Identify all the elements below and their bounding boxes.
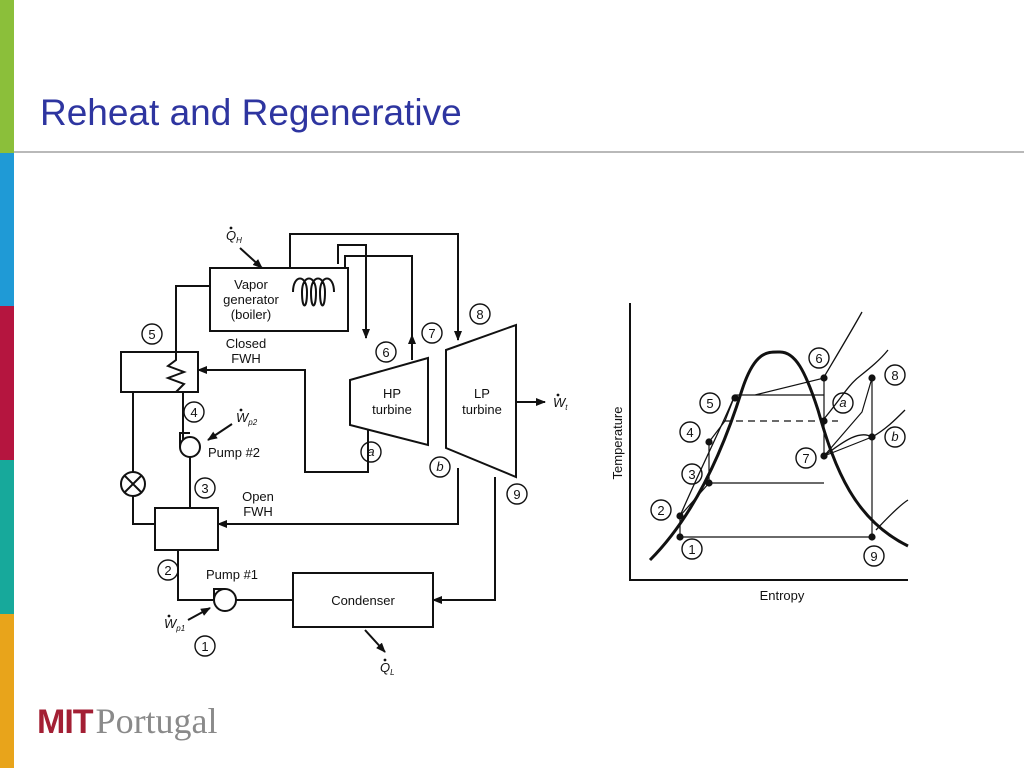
- ts-state-9: 9: [870, 549, 877, 564]
- open-fwh-box: [154, 507, 219, 551]
- pump2-outlet: [179, 432, 190, 447]
- ts-labels: Temperature Entropy 1 2 3 4 5 6 a 7 8 b …: [610, 351, 899, 603]
- schematic-state-numbers: 1 2 3 4 5 6 7 8 9 a b: [148, 307, 520, 654]
- ts-ylabel: Temperature: [610, 407, 625, 480]
- wp2-arrow: [207, 423, 233, 441]
- schem-state-2: 2: [164, 563, 171, 578]
- pipe-extraction-b: [217, 468, 459, 528]
- hp-turbine-shape: [349, 356, 429, 447]
- schem-state-3: 3: [201, 481, 208, 496]
- qh-arrow: [239, 247, 263, 269]
- accent-sidebar: [0, 0, 14, 768]
- ts-state-2: 2: [657, 503, 664, 518]
- qh-label: QH: [226, 228, 242, 245]
- boiler-label-3: (boiler): [231, 307, 271, 322]
- expansion-7-b: [823, 436, 873, 457]
- pipe-extraction-a: [197, 366, 369, 473]
- pump1-outlet: [213, 588, 225, 600]
- schem-state-4: 4: [190, 405, 197, 420]
- pipe-reheat-loop: [344, 255, 413, 335]
- ql-label: QL: [380, 660, 395, 677]
- title-divider: [14, 151, 1024, 153]
- pump2-label: Pump #2: [208, 445, 260, 460]
- open-fwh-label-2: FWH: [243, 504, 273, 519]
- accent-segment-teal: [0, 460, 14, 614]
- pipe-reheat-to-lp: [289, 233, 462, 341]
- accent-segment-green: [0, 0, 14, 153]
- mit-portugal-logo: MITPortugal: [37, 700, 218, 744]
- boiler-label-1: Vapor: [234, 277, 268, 292]
- wp2-label: Wp2: [236, 410, 258, 427]
- boiler-label-2: generator: [223, 292, 279, 307]
- schem-state-8: 8: [476, 307, 483, 322]
- lp-turbine-shape: [445, 323, 517, 479]
- accent-segment-blue: [0, 153, 14, 306]
- ts-state-3: 3: [688, 467, 695, 482]
- schem-state-a: a: [367, 444, 374, 459]
- schematic-diagram: [120, 233, 546, 657]
- closed-fwh-label-1: Closed: [226, 336, 266, 351]
- open-fwh-label-1: Open: [242, 489, 274, 504]
- hp-turbine-label-2: turbine: [372, 402, 412, 417]
- ts-state-5: 5: [706, 396, 713, 411]
- schem-state-b: b: [436, 459, 443, 474]
- schem-state-9: 9: [513, 487, 520, 502]
- ts-state-6: 6: [815, 351, 822, 366]
- lp-turbine-label-1: LP: [474, 386, 490, 401]
- slide-title: Reheat and Regenerative: [40, 92, 462, 133]
- ql-arrow: [364, 629, 386, 653]
- ts-axes: [629, 303, 908, 581]
- pipe-feed-to-boiler: [175, 285, 210, 358]
- pump2-circle: [179, 436, 201, 458]
- condenser-label: Condenser: [331, 593, 395, 608]
- ts-state-4: 4: [686, 425, 693, 440]
- schematic-labels: Vapor generator (boiler) Closed FWH Open…: [148, 226, 568, 677]
- ts-xlabel: Entropy: [760, 588, 805, 603]
- ts-state-7: 7: [802, 451, 809, 466]
- ts-diagram: [629, 303, 909, 581]
- ts-state-a: a: [839, 395, 846, 410]
- pipe-drain-2: [132, 496, 155, 525]
- ts-state-points: [676, 374, 876, 541]
- ts-state-circles: [650, 347, 906, 567]
- accent-segment-orange: [0, 614, 14, 768]
- logo-portugal-text: Portugal: [95, 701, 218, 741]
- ts-state-8: 8: [891, 368, 898, 383]
- accent-segment-red: [0, 306, 14, 460]
- wp1-label: Wp1: [164, 616, 185, 633]
- schem-state-6: 6: [382, 345, 389, 360]
- schem-state-1: 1: [201, 639, 208, 654]
- pump1-label: Pump #1: [206, 567, 258, 582]
- wt-label: Wt: [553, 395, 568, 412]
- trap-valve-x: [124, 475, 142, 493]
- saturation-dome: [648, 350, 909, 562]
- schematic-state-circles: [141, 303, 528, 657]
- rate-dots: [167, 226, 560, 662]
- ts-state-1: 1: [688, 542, 695, 557]
- logo-mit-text: MIT: [37, 703, 94, 741]
- hp-turbine-label-1: HP: [383, 386, 401, 401]
- closed-fwh-coil: [165, 352, 187, 393]
- pipe-lp-to-condenser: [432, 477, 496, 604]
- schem-state-7: 7: [428, 326, 435, 341]
- ts-state-b: b: [891, 429, 898, 444]
- wp1-arrow: [187, 607, 211, 621]
- closed-fwh-label-2: FWH: [231, 351, 261, 366]
- isobar-reheat: [822, 349, 889, 421]
- schem-state-5: 5: [148, 327, 155, 342]
- pump1-circle: [213, 588, 237, 612]
- pipe-boiler-to-hp: [337, 244, 370, 339]
- lp-turbine-label-2: turbine: [462, 402, 502, 417]
- reheat-coil: [292, 277, 335, 307]
- condenser-box: [292, 572, 434, 628]
- isobar-low: [875, 499, 909, 531]
